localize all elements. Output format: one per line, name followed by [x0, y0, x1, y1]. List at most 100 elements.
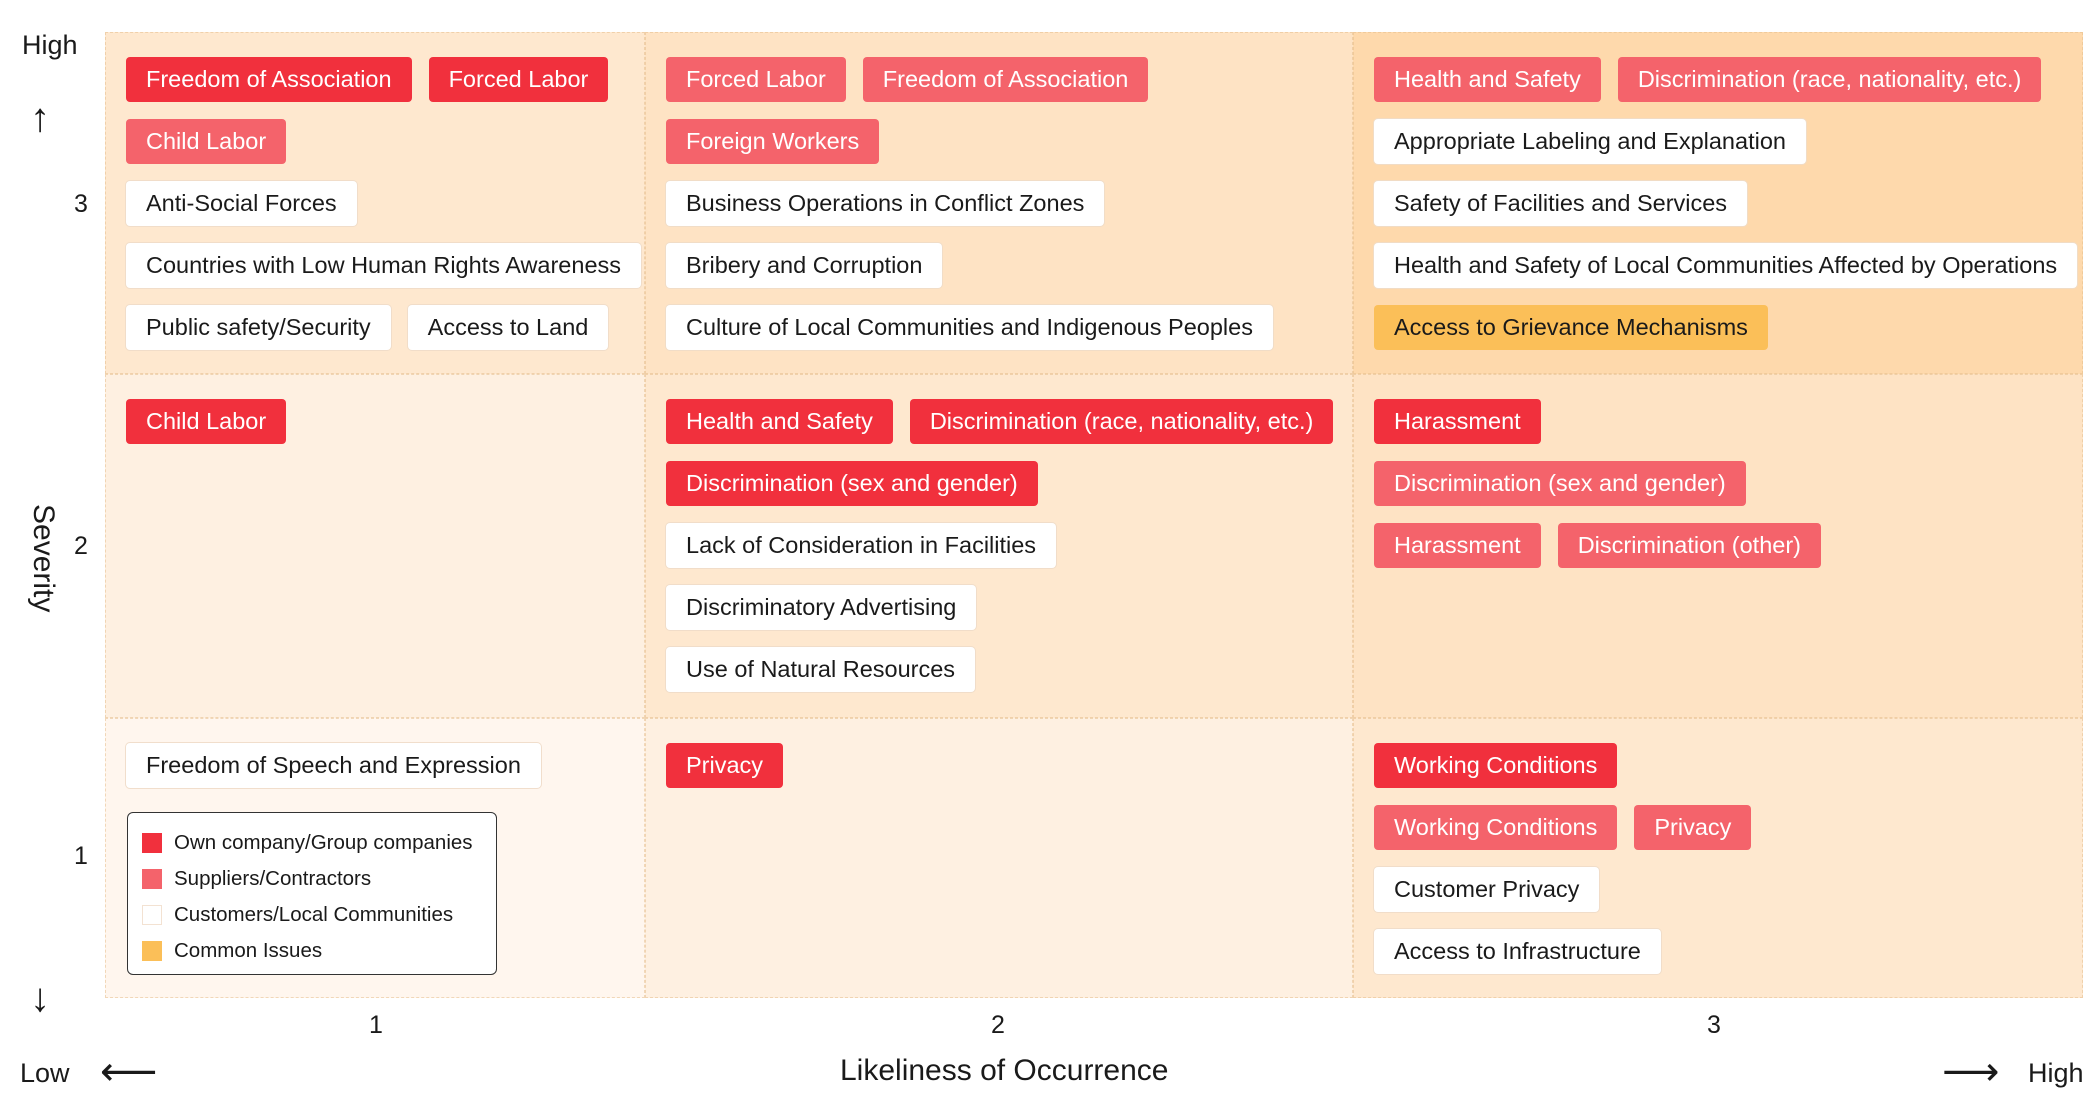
risk-tag: Child Labor: [126, 399, 287, 444]
tag-row: Lack of Consideration in Facilities: [666, 523, 1342, 568]
risk-tag: Freedom of Speech and Expression: [126, 743, 541, 788]
tag-row: Appropriate Labeling and Explanation: [1374, 119, 2072, 164]
tag-row: Freedom of Speech and Expression: [126, 743, 634, 788]
down-arrow-icon: ↓: [30, 976, 50, 1020]
y-tick-1: 1: [74, 842, 88, 870]
risk-tag: Harassment: [1374, 399, 1541, 444]
tag-row: Business Operations in Conflict Zones: [666, 181, 1342, 226]
legend-label: Customers/Local Communities: [174, 903, 454, 926]
tag-row: Freedom of Association Forced Labor: [126, 57, 634, 102]
risk-tag: Access to Infrastructure: [1374, 929, 1661, 974]
cell-tag-list: Privacy: [666, 743, 1342, 788]
x-tick-2: 2: [991, 1011, 1005, 1039]
risk-tag: Discrimination (race, nationality, etc.): [1617, 57, 2042, 102]
tag-row: Privacy: [666, 743, 1342, 788]
risk-tag: Access to Grievance Mechanisms: [1374, 305, 1768, 350]
tag-row: Discrimination (sex and gender): [1374, 461, 2072, 506]
risk-tag: Bribery and Corruption: [666, 243, 943, 288]
tag-row: Countries with Low Human Rights Awarenes…: [126, 243, 642, 288]
y-tick-3: 3: [74, 190, 88, 218]
y-axis-high-label: High: [22, 30, 78, 60]
risk-tag: Discriminatory Advertising: [666, 585, 977, 630]
risk-tag: Safety of Facilities and Services: [1374, 181, 1748, 226]
y-axis-title: Severity: [27, 504, 60, 613]
risk-tag: Customer Privacy: [1374, 867, 1600, 912]
risk-tag: Discrimination (sex and gender): [666, 461, 1038, 506]
legend-swatch: [142, 869, 162, 889]
tag-row: Discriminatory Advertising: [666, 585, 1342, 630]
legend-swatch: [142, 833, 162, 853]
x-axis-high-label: High: [2028, 1058, 2084, 1088]
tag-row: Discrimination (sex and gender): [666, 461, 1342, 506]
y-tick-2: 2: [74, 532, 88, 560]
risk-tag: Foreign Workers: [666, 119, 880, 164]
risk-tag: Use of Natural Resources: [666, 647, 976, 692]
legend-label: Common Issues: [174, 939, 323, 962]
x-axis-title: Likeliness of Occurrence: [840, 1054, 1169, 1087]
cell-tag-list: Health and Safety Discrimination (race, n…: [666, 399, 1342, 692]
right-arrow-icon: ⟶: [1942, 1050, 2000, 1094]
legend-item-own: Own company/Group companies: [142, 825, 496, 861]
risk-tag: Discrimination (race, nationality, etc.): [909, 399, 1334, 444]
risk-tag: Access to Land: [407, 305, 609, 350]
legend-label: Suppliers/Contractors: [174, 867, 372, 890]
risk-tag: Working Conditions: [1374, 805, 1618, 850]
x-tick-3: 3: [1707, 1011, 1721, 1039]
left-arrow-icon: ⟵: [100, 1050, 158, 1094]
cell-tag-list: Child Labor: [126, 399, 634, 444]
risk-tag: Health and Safety of Local Communities A…: [1374, 243, 2078, 288]
tag-row: Bribery and Corruption: [666, 243, 1342, 288]
risk-tag: Forced Labor: [666, 57, 846, 102]
risk-tag: Forced Labor: [428, 57, 609, 102]
tag-row: Harassment: [1374, 399, 2072, 444]
risk-tag: Freedom of Association: [862, 57, 1149, 102]
x-tick-1: 1: [369, 1011, 383, 1039]
risk-tag: Culture of Local Communities and Indigen…: [666, 305, 1273, 350]
matrix-cell-s2-l2: Health and Safety Discrimination (race, n…: [645, 374, 1353, 718]
risk-tag: Public safety/Security: [126, 305, 391, 350]
risk-tag: Freedom of Association: [126, 57, 412, 102]
tag-row: Anti-Social Forces: [126, 181, 634, 226]
tag-row: Culture of Local Communities and Indigen…: [666, 305, 1342, 350]
tag-row: Access to Infrastructure: [1374, 929, 2072, 974]
risk-tag: Appropriate Labeling and Explanation: [1374, 119, 1806, 164]
tag-row: Use of Natural Resources: [666, 647, 1342, 692]
tag-row: Customer Privacy: [1374, 867, 2072, 912]
cell-tag-list: Freedom of Speech and Expression: [126, 743, 634, 788]
legend-item-sup: Suppliers/Contractors: [142, 861, 496, 897]
risk-tag: Privacy: [1634, 805, 1752, 850]
risk-tag: Working Conditions: [1374, 743, 1618, 788]
tag-row: Child Labor: [126, 119, 634, 164]
tag-row: Foreign Workers: [666, 119, 1342, 164]
tag-row: Child Labor: [126, 399, 634, 444]
risk-tag: Harassment: [1374, 523, 1541, 568]
tag-row: Working Conditions: [1374, 743, 2072, 788]
tag-row: Health and Safety Discrimination (race, n…: [666, 399, 1342, 444]
legend-swatch: [142, 941, 162, 961]
tag-row: Forced Labor Freedom of Association: [666, 57, 1342, 102]
risk-tag: Discrimination (sex and gender): [1374, 461, 1746, 506]
risk-tag: Countries with Low Human Rights Awarenes…: [126, 243, 642, 288]
risk-tag: Child Labor: [126, 119, 287, 164]
tag-row: Working Conditions Privacy: [1374, 805, 2072, 850]
legend-item-com: Common Issues: [142, 933, 496, 969]
risk-tag: Health and Safety: [666, 399, 893, 444]
tag-row: Public safety/Security Access to Land: [126, 305, 634, 350]
x-axis-low-label: Low: [20, 1058, 70, 1088]
risk-tag: Lack of Consideration in Facilities: [666, 523, 1057, 568]
matrix-cell-s1-l2: Privacy: [645, 718, 1353, 998]
tag-row: Health and Safety of Local Communities A…: [1374, 243, 2078, 288]
tag-row: Access to Grievance Mechanisms: [1374, 305, 2072, 350]
